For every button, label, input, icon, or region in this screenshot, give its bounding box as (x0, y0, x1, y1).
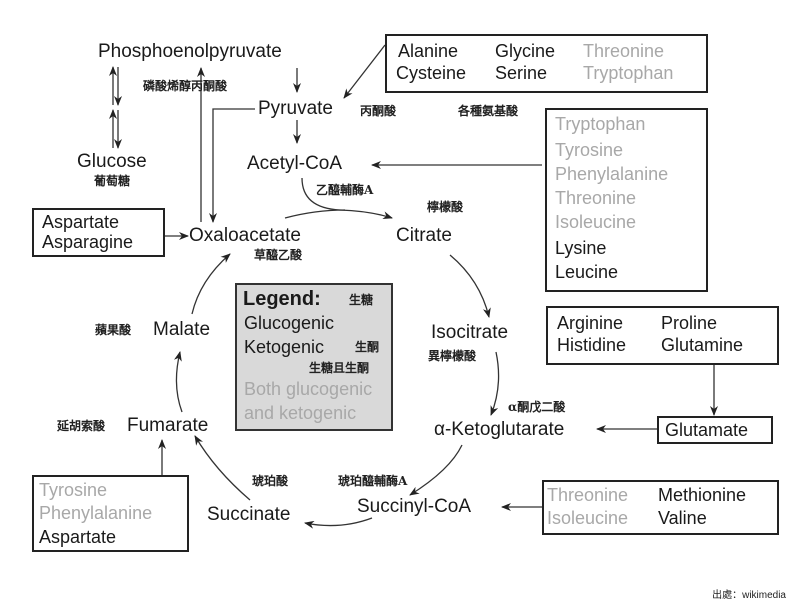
aa-asparagine: Asparagine (42, 232, 134, 252)
legend-ketogenic: Ketogenic (244, 337, 325, 357)
metabolite-succinyl-coa: Succinyl-CoA (357, 496, 472, 517)
metabolite-alpha-ketoglutarate-zh: α酮戊二酸 (508, 400, 566, 414)
arrow-pyruvate-to-oxaloacetate (209, 108, 255, 223)
aa-glutamine: Glutamine (661, 335, 744, 355)
aa-glycine: Glycine (495, 41, 556, 61)
legend-glucogenic: Glucogenic (244, 313, 335, 333)
metabolite-pyruvate-zh: 丙酮酸 (360, 104, 397, 118)
box-fumarate-sources: Tyrosine Phenylalanine Aspartate (32, 475, 189, 552)
arrow-succinylcoa-to-succinate (304, 517, 373, 529)
aa-tryptophan: Tryptophan (583, 63, 674, 83)
metabolite-fumarate: Fumarate (127, 415, 209, 436)
aa-isoleucine: Isoleucine (555, 212, 637, 232)
metabolite-glucose: Glucose (77, 151, 147, 172)
legend-title: Legend: (243, 288, 321, 310)
aa-histidine: Histidine (557, 335, 627, 355)
legend-both-line1: Both glucogenic (244, 379, 373, 399)
legend-glucogenic-zh: 生糖 (349, 293, 374, 307)
box-succinyl-coa-sources: Threonine Methionine Isoleucine Valine (542, 480, 779, 535)
metabolite-fumarate-zh: 延胡索酸 (57, 419, 106, 433)
arrow-isocitrate-to-akg (490, 351, 500, 416)
aa-alanine: Alanine (398, 41, 459, 61)
aa-glutamate: Glutamate (665, 420, 749, 440)
metabolite-pyruvate: Pyruvate (258, 98, 333, 119)
aa-tryptophan: Tryptophan (555, 114, 646, 134)
metabolite-malate: Malate (153, 319, 211, 340)
aa-phenylalanine: Phenylalanine (39, 503, 153, 523)
metabolite-succinate: Succinate (207, 504, 291, 525)
metabolite-citrate-zh: 檸檬酸 (427, 200, 464, 214)
aa-tyrosine: Tyrosine (555, 140, 624, 160)
box-pyruvate-sources: Alanine Glycine Threonine Cysteine Serin… (385, 34, 708, 93)
aa-threonine: Threonine (583, 41, 665, 61)
legend: Legend: 生糖 Glucogenic Ketogenic 生酮 生糖且生酮… (235, 283, 393, 431)
aa-threonine: Threonine (547, 485, 629, 505)
metabolite-oxaloacetate: Oxaloacetate (189, 225, 301, 246)
aa-aspartate: Aspartate (39, 527, 117, 547)
metabolite-citrate: Citrate (396, 225, 452, 246)
aa-proline: Proline (661, 313, 718, 333)
arrow-aminoacids-to-pyruvate (343, 44, 386, 99)
arrow-oaa-join (284, 209, 346, 219)
legend-ketogenic-zh: 生酮 (355, 340, 380, 354)
metabolite-acetyl-coa: Acetyl-CoA (247, 153, 343, 174)
source-credit: 出處：wikimedia (712, 590, 786, 601)
aa-threonine: Threonine (555, 188, 637, 208)
metabolite-succinyl-coa-zh: 琥珀醯輔酶A (338, 474, 408, 488)
metabolite-isocitrate: Isocitrate (431, 322, 509, 343)
metabolite-oxaloacetate-zh: 草醯乙酸 (254, 248, 303, 262)
box-acetyl-coa-sources: Tryptophan Tyrosine Phenylalanine Threon… (545, 108, 708, 292)
metabolite-malate-zh: 蘋果酸 (95, 323, 132, 337)
metabolite-acetyl-coa-zh: 乙醯輔酶A (316, 183, 374, 197)
aa-phenylalanine: Phenylalanine (555, 164, 669, 184)
metabolite-succinate-zh: 琥珀酸 (252, 474, 289, 488)
box-oxaloacetate-sources: Aspartate Asparagine (32, 208, 165, 257)
arrow-akg-to-succinylcoa (409, 444, 463, 496)
aa-cysteine: Cysteine (396, 63, 467, 83)
metabolite-pep-zh: 磷酸烯醇丙酮酸 (143, 79, 228, 93)
aa-valine: Valine (658, 508, 707, 528)
metabolite-pep: Phosphoenolpyruvate (98, 41, 282, 62)
arrow-malate-to-oxaloacetate (191, 253, 231, 315)
aa-methionine: Methionine (658, 485, 747, 505)
aa-isoleucine: Isoleucine (547, 508, 629, 528)
box-glutamate: Glutamate (657, 416, 773, 444)
amino-acids-label-zh: 各種氨基酸 (458, 104, 519, 118)
aa-tyrosine: Tyrosine (39, 480, 108, 500)
metabolite-alpha-ketoglutarate: α-Ketoglutarate (434, 419, 565, 440)
aa-aspartate: Aspartate (42, 212, 120, 232)
metabolite-isocitrate-zh: 異檸檬酸 (428, 349, 477, 363)
arrow-citrate-to-isocitrate (449, 254, 491, 318)
aa-arginine: Arginine (557, 313, 624, 333)
arrow-succinate-to-fumarate (194, 435, 251, 501)
aa-serine: Serine (495, 63, 548, 83)
legend-both-zh: 生糖且生酮 (309, 361, 370, 375)
aa-leucine: Leucine (555, 262, 619, 282)
metabolite-glucose-zh: 葡萄糖 (94, 174, 131, 188)
legend-both-line2: and ketogenic (244, 403, 357, 423)
arrow-fumarate-to-malate (173, 351, 183, 413)
box-glutamate-sources: Arginine Proline Histidine Glutamine (546, 306, 779, 365)
aa-lysine: Lysine (555, 238, 607, 258)
